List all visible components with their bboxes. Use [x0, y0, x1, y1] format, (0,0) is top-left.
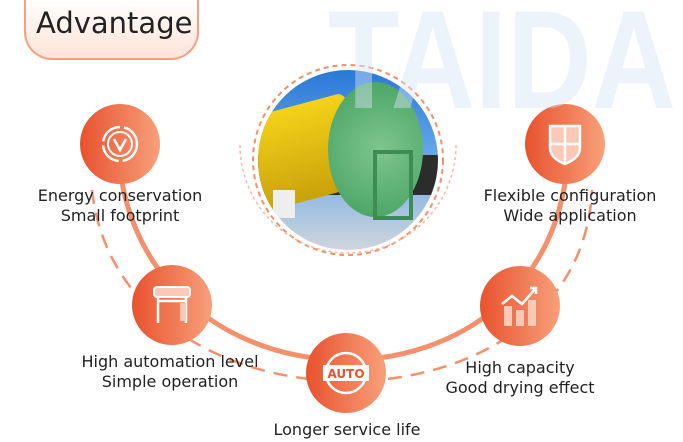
feature-service-life-label: Longer service life	[273, 420, 421, 439]
shield-icon	[548, 124, 582, 166]
feature-flexible	[525, 104, 605, 184]
auto-icon: AUTO	[323, 351, 369, 395]
svg-text:AUTO: AUTO	[327, 367, 364, 381]
dryer-machine-photo	[258, 70, 438, 250]
feature-automation	[132, 265, 212, 345]
feature-energy	[80, 104, 160, 184]
title-tab: Advantage	[24, 0, 199, 60]
machine-icon	[153, 286, 191, 323]
page-title: Advantage	[36, 6, 193, 40]
feature-capacity	[480, 266, 560, 346]
growth-chart-icon	[501, 286, 538, 326]
energy-cycle-icon	[101, 125, 139, 163]
feature-service-life: AUTO	[306, 333, 386, 413]
